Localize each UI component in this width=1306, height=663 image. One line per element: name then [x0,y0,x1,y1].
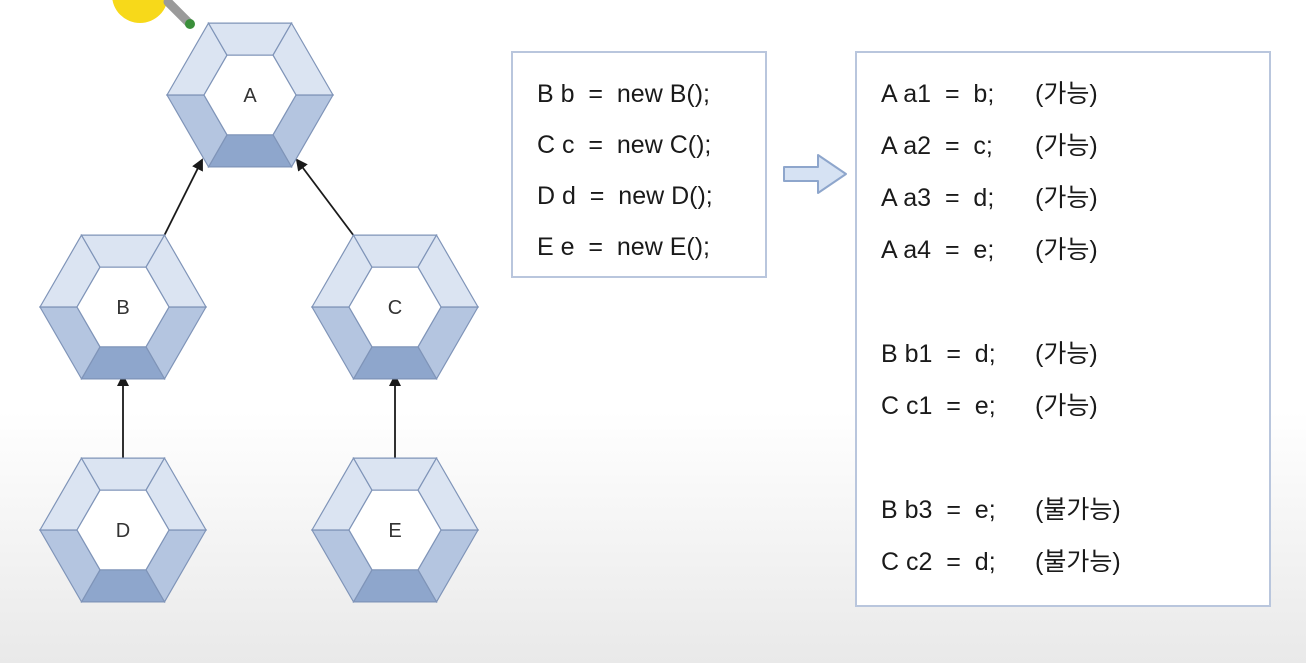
assignment-result: (가능) [1035,236,1098,264]
assignment-result: (가능) [1035,184,1098,212]
inheritance-arrows [117,158,401,460]
assignment-result: (불가능) [1035,496,1121,524]
class-node-a: A [165,21,335,169]
assignment-result: (가능) [1035,132,1098,160]
class-nodes: A B C D E [38,21,480,604]
assignment-result: (가능) [1035,80,1098,108]
class-label: B [116,297,129,319]
arrow-b-to-a [161,158,203,241]
assignment-statement: A a2 = c; [881,132,993,160]
hex-face [348,489,442,571]
assignment-statement: C c2 = d; [881,548,996,576]
assignment-line: A a3 = d; (가능) [881,181,1269,233]
pen-cursor-icon [112,0,195,29]
class-node-e: E [310,456,480,604]
assignment-line: A a1 = b; (가능) [881,77,1269,129]
group-spacer [881,441,1269,493]
transform-arrow-icon [783,154,847,194]
assignment-line: A a2 = c; (가능) [881,129,1269,181]
declaration-line: E e = new E(); [537,233,710,261]
assignment-result: (가능) [1035,340,1098,368]
declaration-line: D d = new D(); [537,182,713,210]
hex-face [203,54,297,136]
assignment-line: B b3 = e; (불가능) [881,493,1269,545]
assignment-statement: B b3 = e; [881,496,996,524]
group-spacer [881,285,1269,337]
class-label: D [116,520,130,542]
class-node-b: B [38,233,208,381]
class-label: E [388,520,401,542]
assignment-line: A a4 = e; (가능) [881,233,1269,285]
assignment-statement: B b1 = d; [881,340,996,368]
assignment-statement: A a3 = d; [881,184,995,212]
hex-face [76,489,170,571]
assignment-result: (불가능) [1035,548,1121,576]
assignment-line: C c1 = e; (가능) [881,389,1269,441]
declaration-line: C c = new C(); [537,131,712,159]
assignment-statement: C c1 = e; [881,392,996,420]
assignment-line: C c2 = d; (불가능) [881,545,1269,597]
assignment-statement: A a4 = e; [881,236,995,264]
assignment-box: A a1 = b;(가능)A a2 = c;(가능)A a3 = d;(가능)A… [855,51,1271,607]
class-node-d: D [38,456,208,604]
hex-face [76,266,170,348]
assignment-statement: A a1 = b; [881,80,995,108]
declaration-line: B b = new B(); [537,80,710,108]
class-node-c: C [310,233,480,381]
declaration-box: B b = new B(); C c = new C(); D d = new D(… [511,51,767,278]
class-label: C [388,297,402,319]
assignment-result: (가능) [1035,392,1098,420]
hex-face [348,266,442,348]
assignment-line: B b1 = d; (가능) [881,337,1269,389]
class-label: A [243,85,257,107]
arrow-c-to-a [295,158,358,241]
